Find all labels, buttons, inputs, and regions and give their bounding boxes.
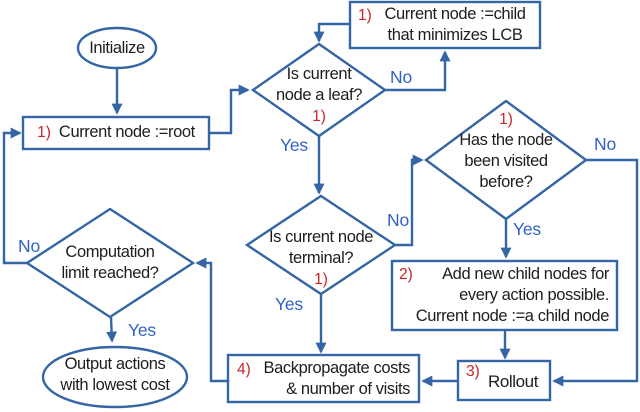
- edge-terminal-no-to-visited-check: [395, 154, 424, 247]
- root-label: 1) Current node :=root: [25, 122, 207, 143]
- terminal-yes-label: Yes: [275, 294, 303, 314]
- limit-check-label: Computation limit reached?: [27, 242, 193, 284]
- edge-limit-yes-to-output: [106, 316, 118, 343]
- backprop-label: Backpropagate costs & number of visits: [228, 358, 411, 400]
- lcb-step-number: 1): [358, 7, 372, 24]
- visited-check-label: 1) Has the node been visited before?: [426, 109, 586, 193]
- terminal-check-line1: Is current node: [268, 228, 374, 246]
- add-children-box: [390, 259, 619, 332]
- backprop-line2: & number of visits: [286, 380, 410, 398]
- rollout-label: Rollout: [487, 372, 539, 391]
- output-line1: Output actions: [64, 355, 166, 373]
- visited-no-label: No: [594, 134, 616, 154]
- output-label: Output actions with lowest cost: [43, 354, 187, 395]
- visited-check-step-number: 1): [499, 111, 513, 128]
- limit-check-line2: limit reached?: [61, 264, 159, 282]
- lcb-label: Current node :=child that minimizes LCB: [374, 4, 536, 46]
- terminal-check-label: Is current node terminal? 1): [247, 227, 395, 290]
- leaf-check-diamond: [250, 42, 388, 138]
- root-text: Current node :=root: [58, 123, 195, 141]
- terminal-no-label: No: [387, 210, 409, 230]
- visited-yes-label: Yes: [513, 219, 541, 239]
- initialize-ellipse: [76, 26, 158, 70]
- leaf-check-line2: node a leaf?: [275, 86, 363, 104]
- lcb-line2: that minimizes LCB: [387, 26, 523, 44]
- leaf-check-label: Is current node a leaf? 1): [251, 64, 387, 127]
- backprop-step-number: 4): [237, 361, 251, 378]
- edge-backprop-to-limit-check: [195, 257, 228, 383]
- limit-check-diamond: [24, 207, 196, 319]
- visited-check-line2: been visited: [464, 152, 548, 170]
- add-children-line1: Add new child nodes for: [442, 265, 609, 283]
- backprop-box: [226, 353, 421, 404]
- initialize-label: Initialize: [89, 39, 145, 57]
- limit-yes-label: Yes: [128, 320, 156, 340]
- visited-check-diamond: [423, 99, 589, 221]
- output-line2: with lowest cost: [60, 375, 170, 394]
- rollout-step-number: 3): [466, 363, 480, 380]
- edge-leaf-no-to-lcb: [385, 50, 451, 92]
- add-children-label: Add new child nodes for every action pos…: [392, 264, 610, 327]
- visited-check-line1: Has the node: [459, 131, 553, 149]
- edge-limit-no-to-root: [2, 127, 27, 265]
- terminal-check-diamond: [244, 194, 398, 296]
- root-step-number: 1): [37, 124, 51, 141]
- add-children-line2: every action possible.: [459, 286, 609, 304]
- leaf-no-label: No: [390, 67, 412, 87]
- limit-check-line1: Computation: [65, 243, 155, 261]
- visited-check-line3: before?: [479, 173, 533, 191]
- terminal-check-line2: terminal?: [288, 249, 354, 267]
- leaf-check-step-number: 1): [312, 108, 326, 125]
- backprop-line1: Backpropagate costs: [263, 359, 411, 377]
- limit-no-label: No: [18, 236, 40, 256]
- edge-lcb-to-leaf-check: [313, 22, 350, 43]
- add-children-step-number: 2): [399, 266, 413, 283]
- lcb-box: [348, 0, 542, 50]
- leaf-yes-label: Yes: [280, 135, 308, 155]
- rollout-box: [456, 359, 552, 402]
- leaf-check-line1: Is current: [286, 65, 352, 83]
- terminal-check-step-number: 1): [314, 271, 328, 288]
- add-children-line3: Current node :=a child node: [415, 307, 610, 325]
- edge-root-to-leaf-check: [209, 84, 250, 135]
- output-ellipse: [41, 345, 189, 409]
- edge-visited-no-to-rollout: [552, 158, 639, 387]
- root-box: [21, 115, 211, 151]
- lcb-line1: Current node :=child: [384, 5, 526, 23]
